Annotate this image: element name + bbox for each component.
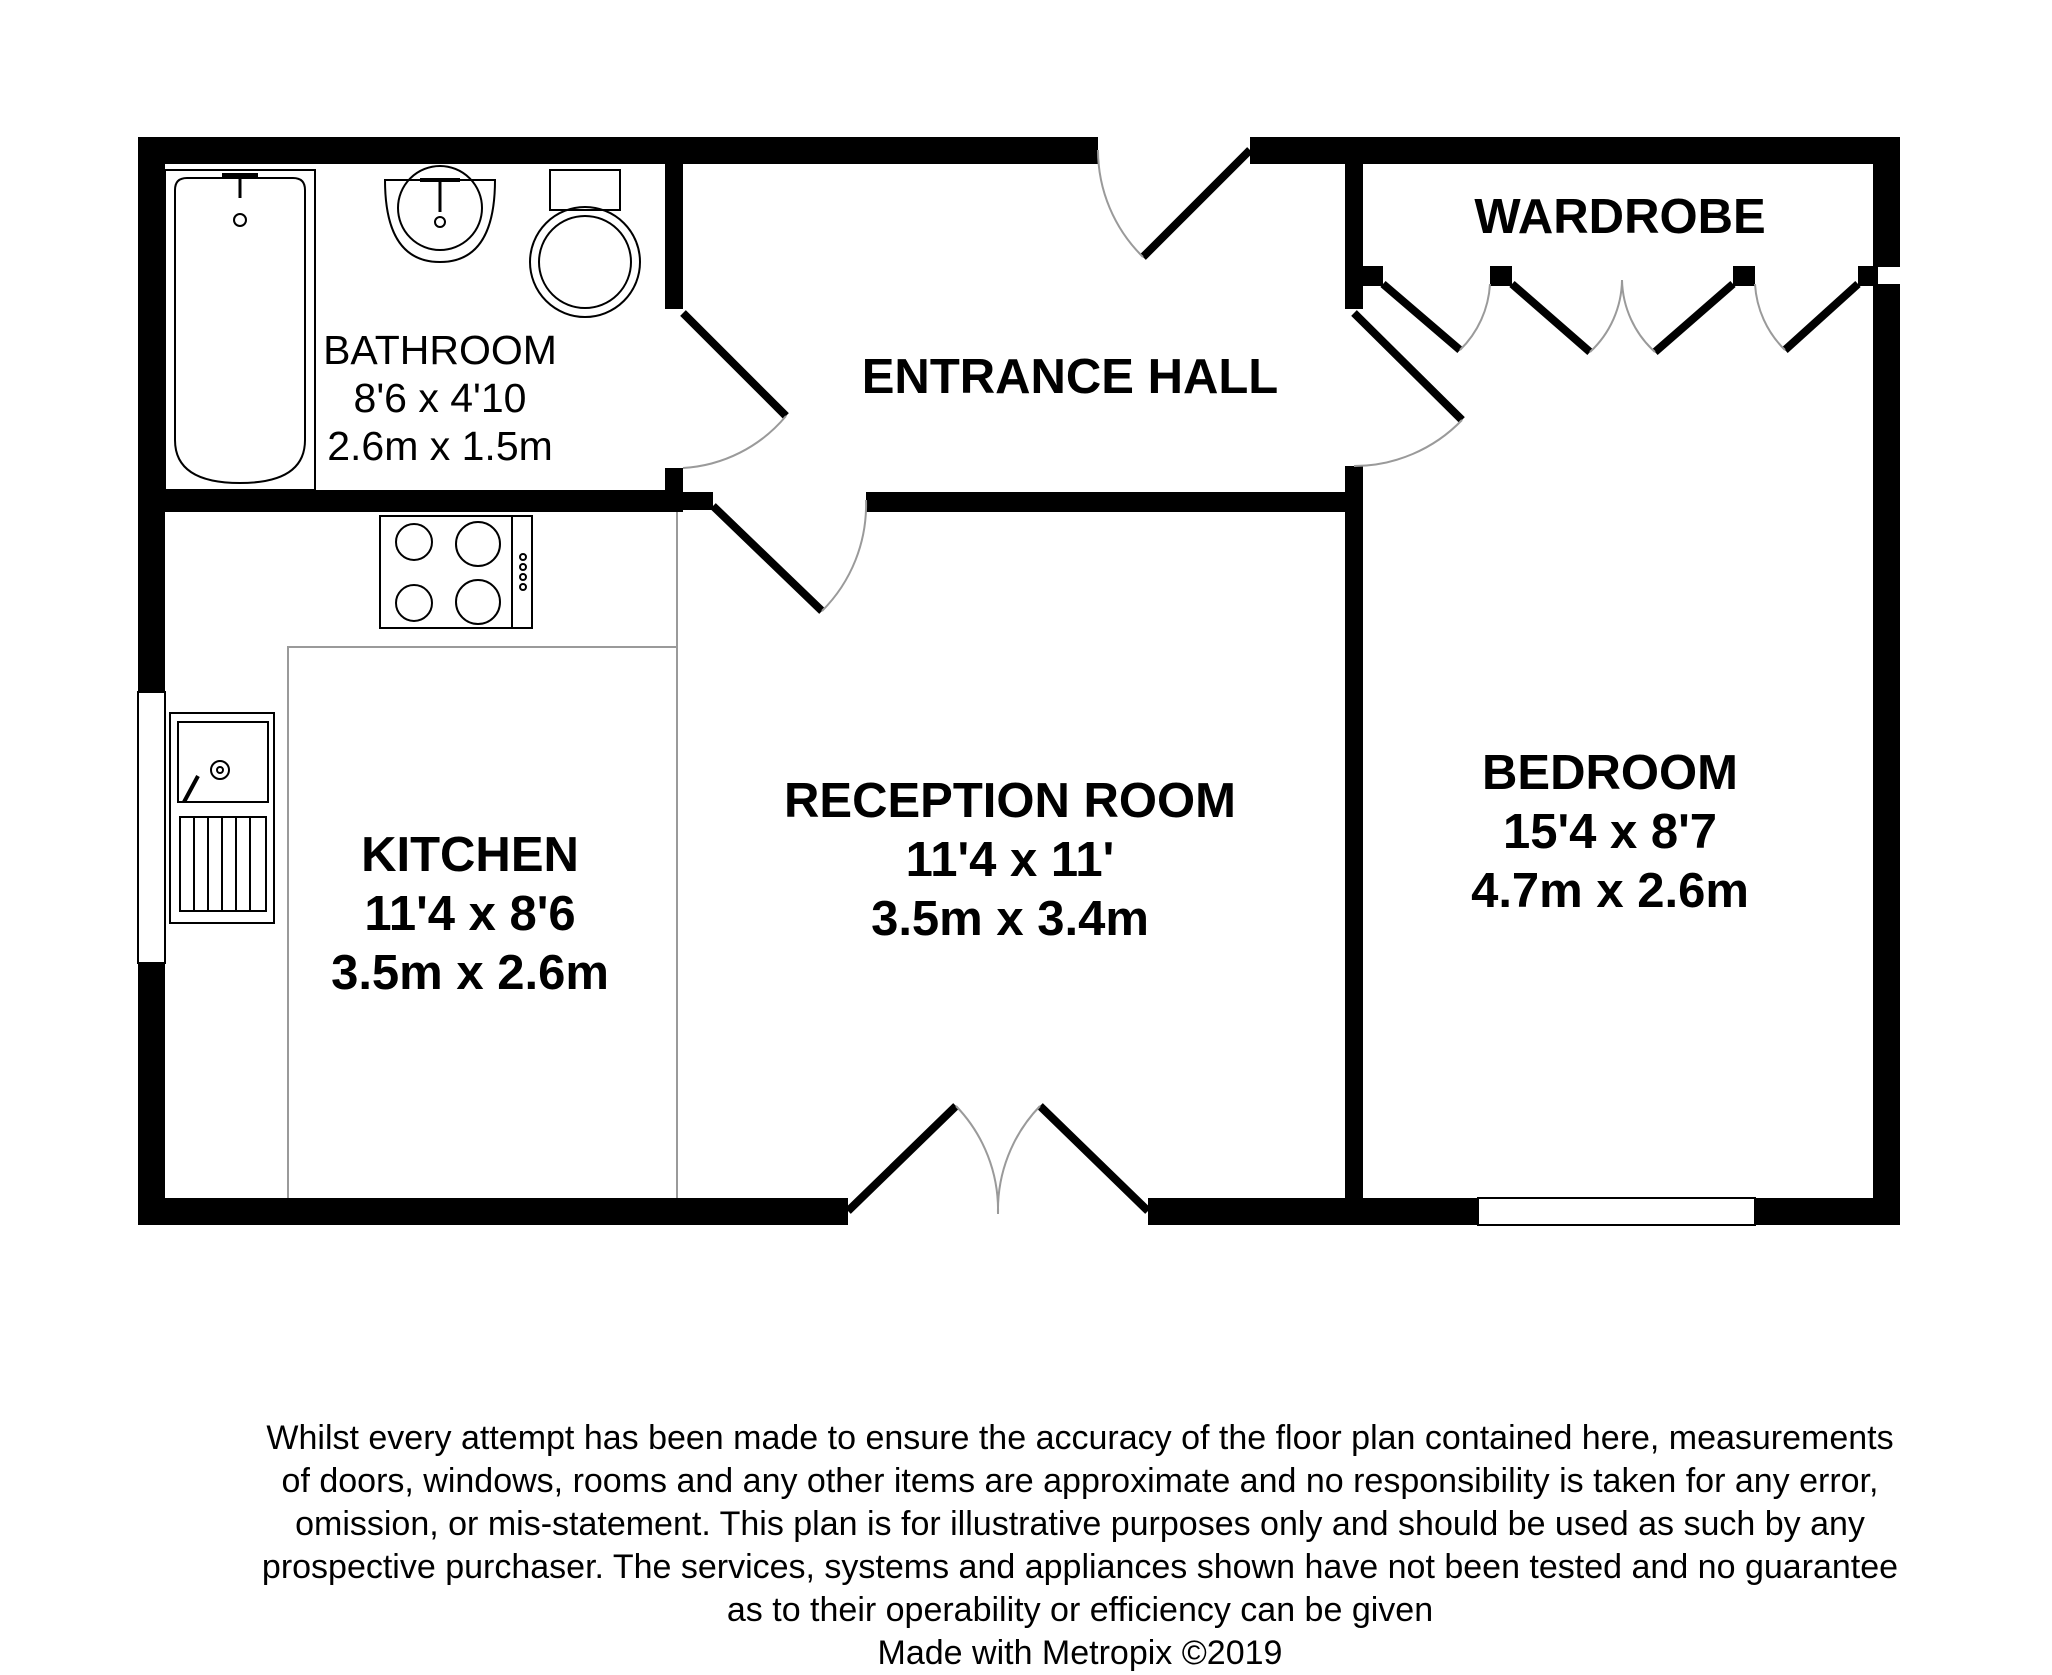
wall-bath-kitchen [165,490,683,512]
wall-bedroom-lower [1345,466,1363,1203]
bedroom-label: BEDROOM 15'4 x 8'7 4.7m x 2.6m [1400,744,1820,920]
wardrobe-door-leaf [1782,281,1861,353]
door-arc-entrance [1097,149,1144,258]
sink-icon [169,712,275,924]
door-leaf-bedroom [1351,310,1465,423]
windows [137,691,1756,1226]
wardrobe-door-arc [1621,279,1656,353]
entrance-hall-label: ENTRANCE HALL [790,350,1350,405]
reception-room-label: RECEPTION ROOM 11'4 x 11' 3.5m x 3.4m [720,772,1300,948]
room-name: KITCHEN [361,828,579,882]
room-size-metric: 3.5m x 2.6m [331,945,609,1000]
wardrobe-post [1858,266,1878,286]
door-arc-french-right [996,1105,1041,1215]
door-leaf-bathroom [680,310,789,419]
kitchen-worktops [287,512,678,1198]
disclaimer-line: prospective purchaser. The services, sys… [261,1548,1899,1586]
door-leaf-french-right [1037,1103,1151,1214]
wall-right-lower [1873,284,1900,1223]
wall-bottom-left [138,1198,848,1225]
wall-bedroom-upper [1345,164,1363,309]
door-arc-bedroom [1353,419,1463,467]
room-size-metric: 3.5m x 3.4m [871,891,1149,946]
room-name: BEDROOM [1482,746,1738,800]
disclaimer-line: of doors, windows, rooms and any other i… [281,1462,1879,1500]
door-leaf-french-left [845,1103,959,1214]
hob-icon [379,515,533,629]
wall-right-upper [1873,137,1900,267]
room-name: BATHROOM [323,327,557,373]
kitchen-label: KITCHEN 11'4 x 8'6 3.5m x 2.6m [290,826,650,1002]
door-leaf-reception [710,503,825,614]
disclaimer-line: as to their operability or efficiency ca… [726,1591,1434,1629]
wall-left-upper [138,137,165,692]
window-kitchen [137,691,166,964]
wardrobe-door-arc [1754,283,1786,351]
toilet-icon [529,169,641,318]
disclaimer: Whilst every attempt has been made to en… [140,1417,2020,1675]
wardrobe-door-leaf [1509,280,1593,356]
wardrobe-label: WARDROBE [1430,190,1810,245]
wall-hall-reception-left [683,492,713,510]
room-size-metric: 4.7m x 2.6m [1471,863,1749,918]
credit-text: Made with Metropix ©2019 [877,1634,1283,1672]
window-bedroom [1477,1197,1756,1226]
disclaimer-line: Whilst every attempt has been made to en… [266,1419,1894,1457]
wardrobe-door-leaf [1652,280,1736,356]
wall-top-right [1250,137,1900,164]
wall-top-left [138,137,1098,164]
doors [680,147,1861,1215]
room-name: ENTRANCE HALL [861,350,1279,404]
door-arc-reception [821,499,868,612]
room-size-imperial: 11'4 x 8'6 [364,886,576,941]
door-arc-french-left [955,1105,1000,1215]
room-size-imperial: 15'4 x 8'7 [1502,804,1718,859]
door-leaf-entrance [1140,147,1253,260]
wall-bath-hall-upper [665,164,683,309]
worktop-outline [287,646,678,1198]
door-arc-bathroom [682,415,787,469]
wall-bottom-mid [1148,1198,1478,1225]
room-size-imperial: 8'6 x 4'10 [353,374,527,421]
room-size-metric: 2.6m x 1.5m [327,422,553,469]
disclaimer-line: omission, or mis-statement. This plan is… [295,1505,1865,1543]
wardrobe-post [1363,266,1383,286]
wall-left-lower [138,963,165,1223]
wardrobe-post [1490,266,1512,286]
wardrobe-post [1733,266,1755,286]
wall-bottom-right [1755,1198,1900,1225]
room-name: WARDROBE [1474,190,1766,244]
bathtub-icon [164,169,316,491]
room-name: RECEPTION ROOM [784,774,1236,828]
bathroom-label: BATHROOM 8'6 x 4'10 2.6m x 1.5m [300,327,580,471]
wardrobe-door-leaf [1380,280,1463,354]
basin-icon [383,165,497,264]
wardrobe-door-arc [1589,279,1623,353]
wall-hall-reception-right [866,492,1350,512]
room-size-imperial: 11'4 x 11' [905,832,1115,887]
wardrobe-door-arc [1459,283,1491,351]
walls [138,137,1900,1225]
